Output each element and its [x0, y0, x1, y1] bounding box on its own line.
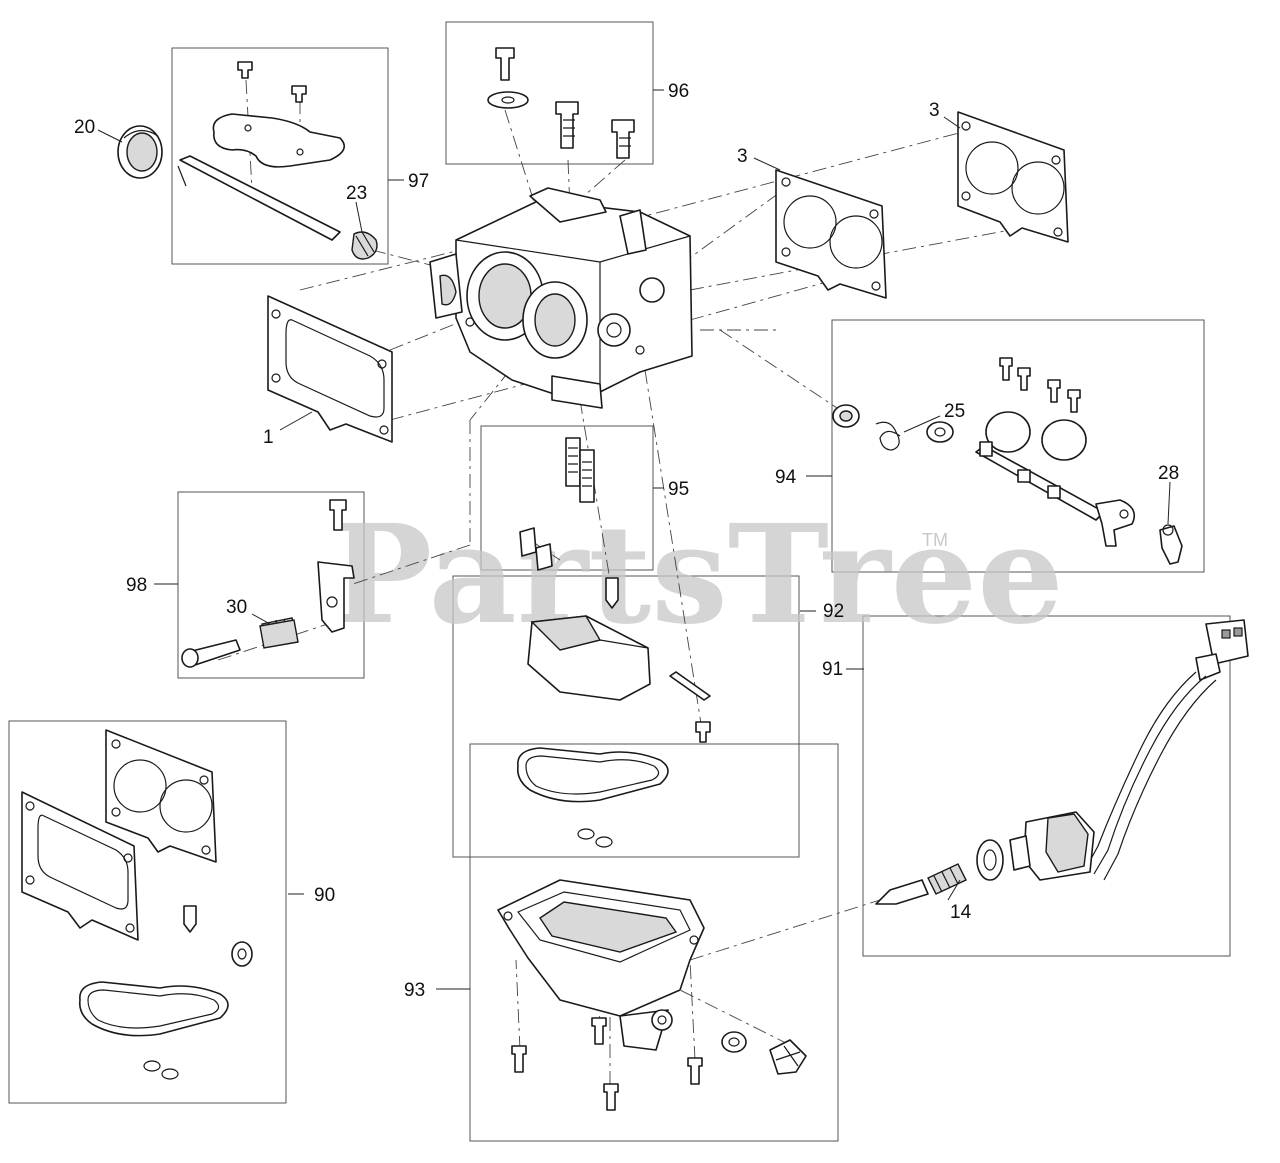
- part-20-cap: [117, 125, 163, 179]
- callout-96: 96: [668, 81, 689, 102]
- part-3-gasket-outer: [957, 111, 1069, 243]
- watermark-text: PartsTree: [330, 495, 1064, 655]
- kit-93-gasket: [516, 747, 669, 848]
- kit-90-parts: [21, 729, 253, 1080]
- part-3-gasket-inner: [775, 169, 887, 299]
- part-28-clip: [1159, 524, 1183, 565]
- callout-92: 92: [823, 601, 844, 622]
- float-bowl: [497, 879, 705, 1051]
- kit-92-frame: [452, 575, 800, 858]
- callout-90: 90: [314, 885, 335, 906]
- kit-93-frame: [469, 743, 839, 1142]
- kit-97-parts: [177, 61, 378, 260]
- callouts: 1 3 3 14 20 23 25 28 30 90 91 92 93 94 9…: [74, 81, 1179, 1001]
- callout-leaders: [97, 89, 1171, 990]
- callout-20: 20: [74, 117, 95, 138]
- kit-98-frame: [177, 491, 365, 679]
- part-1-gasket: [267, 295, 393, 443]
- kit-94-parts: [832, 357, 1136, 547]
- callout-3-outer: 3: [929, 100, 940, 121]
- callout-28: 28: [1158, 463, 1179, 484]
- bowl-screws: [511, 1017, 807, 1111]
- callout-94: 94: [775, 467, 797, 488]
- kit-92-parts: [527, 577, 711, 743]
- kit-95-parts: [519, 437, 595, 571]
- kit-91-parts: [976, 619, 1249, 881]
- watermark-trademark: TM: [922, 530, 948, 550]
- callout-1: 1: [263, 427, 274, 448]
- callout-23: 23: [346, 183, 367, 204]
- callout-3-inner: 3: [737, 146, 748, 167]
- callout-98: 98: [126, 575, 147, 596]
- callout-97: 97: [408, 171, 429, 192]
- kit-95-frame: [480, 425, 654, 571]
- kit-96-parts: [487, 47, 635, 159]
- kit-90-frame: [8, 720, 287, 1104]
- part-30-spring: [259, 619, 299, 649]
- callout-30: 30: [226, 597, 247, 618]
- kit-94-frame: [831, 319, 1205, 573]
- callout-95: 95: [668, 479, 689, 500]
- carburetor-body: [429, 187, 693, 409]
- kit-97-frame: [171, 47, 389, 265]
- callout-25: 25: [944, 401, 965, 422]
- kit-91-frame: [862, 615, 1231, 957]
- kit-96-frame: [445, 21, 654, 165]
- callout-93: 93: [404, 980, 425, 1001]
- callout-14: 14: [950, 902, 972, 923]
- callout-91: 91: [822, 659, 843, 680]
- part-14-spring: [875, 863, 967, 905]
